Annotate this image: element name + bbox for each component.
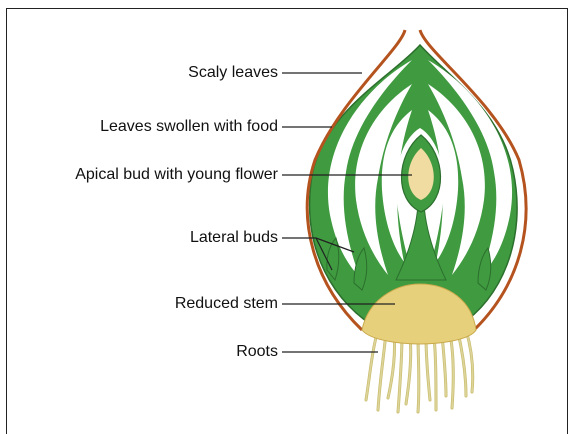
label-lateral-buds: Lateral buds: [190, 229, 278, 247]
label-roots: Roots: [236, 343, 278, 361]
label-apical-bud: Apical bud with young flower: [75, 166, 278, 184]
label-scaly-leaves: Scaly leaves: [188, 64, 278, 82]
label-leaves-swollen-with-food: Leaves swollen with food: [100, 118, 278, 136]
label-reduced-stem: Reduced stem: [175, 295, 278, 313]
